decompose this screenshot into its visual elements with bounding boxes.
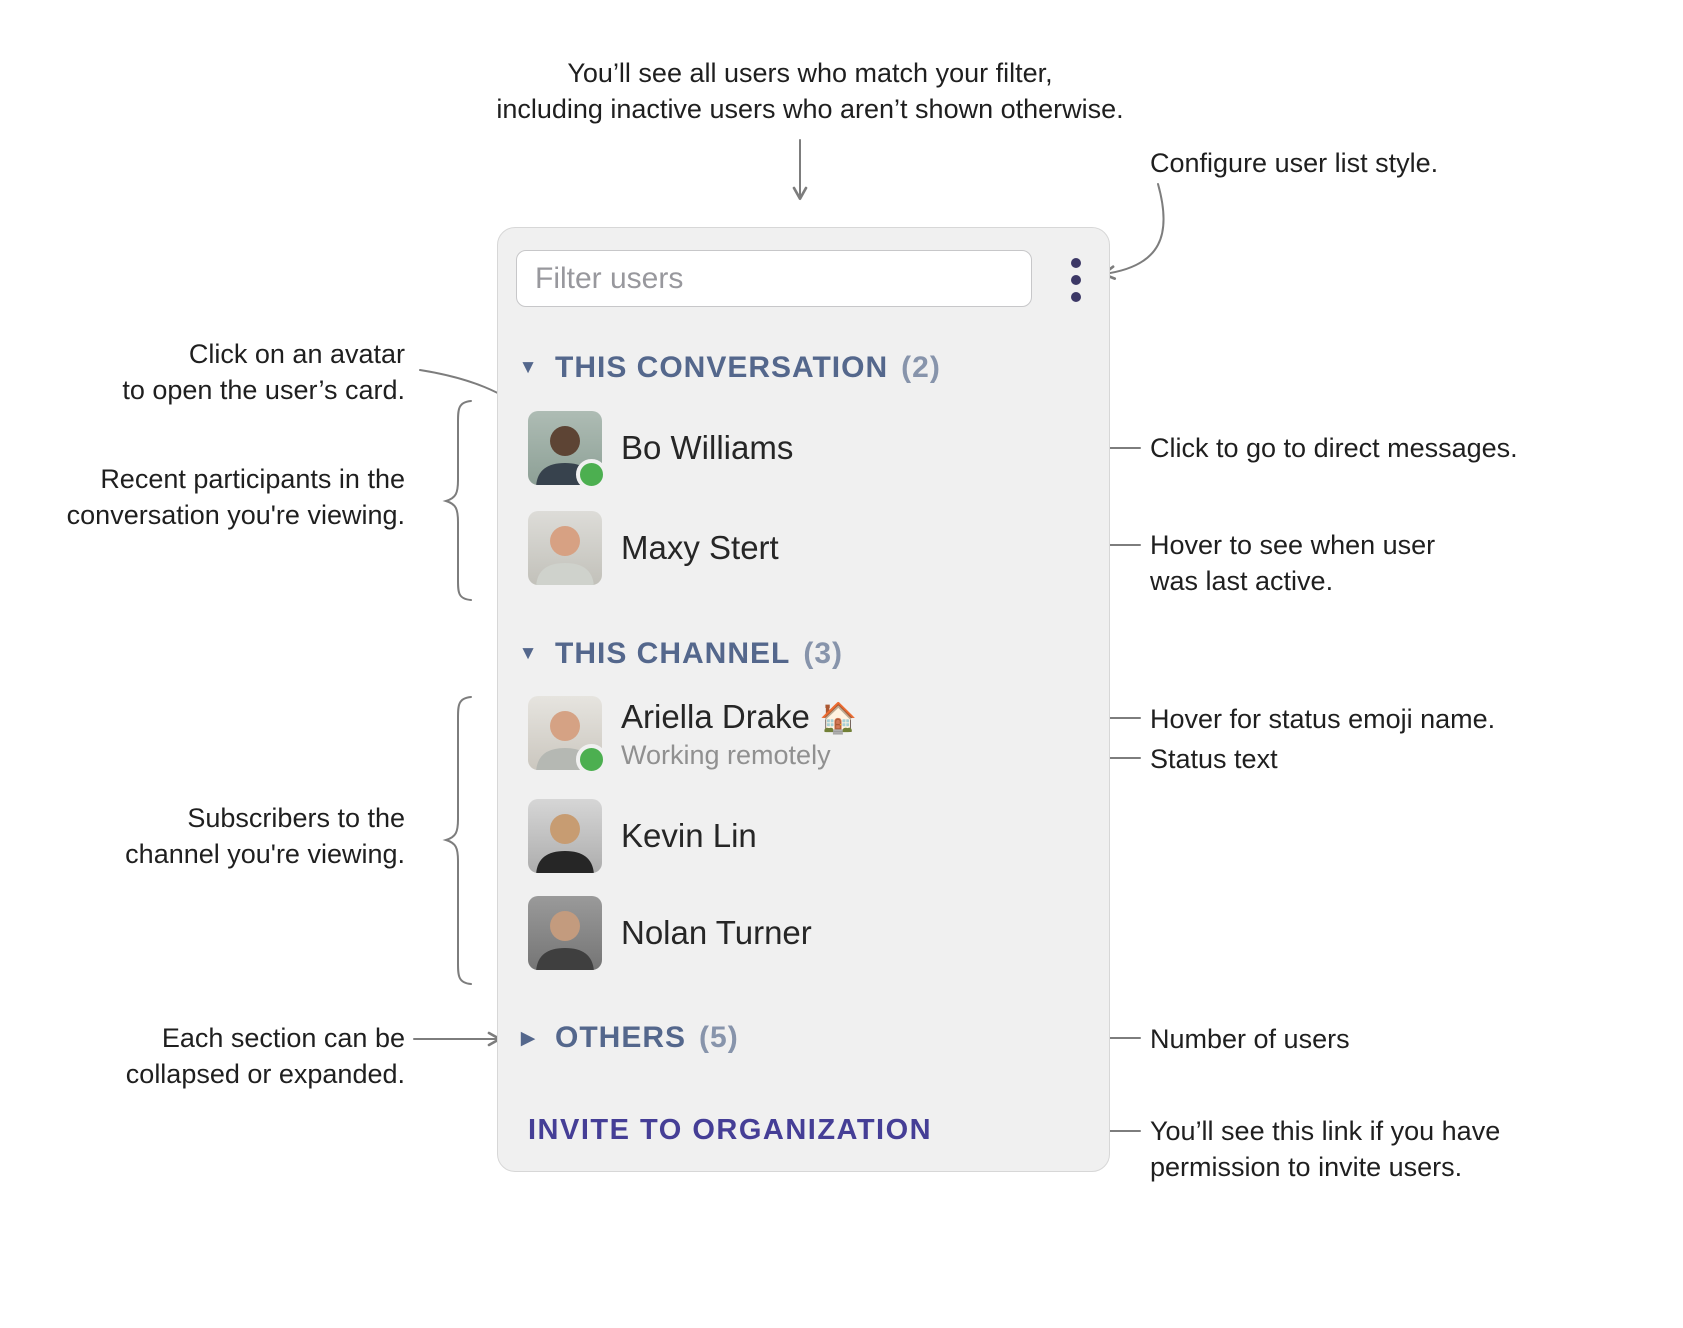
chevron-right-icon[interactable]: ▶ <box>520 1027 536 1049</box>
online-presence-dot <box>576 459 607 490</box>
user-row-nolan-turner[interactable]: Nolan Turner <box>528 896 812 970</box>
avatar-wrap <box>528 511 602 585</box>
user-name[interactable]: Nolan Turner <box>621 914 812 951</box>
brace-subscribers <box>442 696 472 985</box>
online-presence-dot <box>576 744 607 775</box>
user-list-style-menu-button[interactable] <box>1064 258 1088 302</box>
note-status-emoji: Hover for status emoji name. <box>1150 704 1496 734</box>
note-top-filter: You’ll see all users who match your filt… <box>496 58 1124 124</box>
avatar-photo <box>536 814 594 873</box>
invite-to-organization-link[interactable]: INVITE TO ORGANIZATION <box>528 1114 933 1146</box>
note-status-text: Status text <box>1150 744 1278 774</box>
section-count: (2) <box>901 351 941 384</box>
user-row-ariella-drake[interactable]: Ariella Drake🏠 Working remotely <box>528 696 857 775</box>
brace-recent-participants <box>442 400 472 601</box>
avatar-wrap <box>528 696 607 775</box>
avatar[interactable] <box>528 896 602 970</box>
chevron-down-icon[interactable]: ▼ <box>518 357 538 378</box>
vertical-ellipsis-icon <box>1071 275 1081 285</box>
section-label: OTHERS <box>555 1021 687 1054</box>
section-label: THIS CHANNEL <box>555 637 791 670</box>
user-name[interactable]: Bo Williams <box>621 429 794 466</box>
user-list-panel: ▼ THIS CONVERSATION (2) Bo Williams <box>497 227 1110 1172</box>
status-emoji-house-icon[interactable]: 🏠 <box>819 702 858 735</box>
name-and-status: Ariella Drake🏠 Working remotely <box>621 696 857 771</box>
filter-users-input[interactable] <box>516 250 1032 307</box>
section-header-others[interactable]: ▶ OTHERS (5) <box>516 1021 739 1055</box>
note-recent-participants: Recent participants in the conversation … <box>66 464 405 530</box>
user-name[interactable]: Maxy Stert <box>621 529 779 566</box>
avatar[interactable] <box>528 511 602 585</box>
note-avatar-click: Click on an avatar to open the user’s ca… <box>122 339 405 405</box>
note-subscribers: Subscribers to the channel you're viewin… <box>125 803 405 869</box>
avatar-wrap <box>528 799 602 873</box>
note-number-of-users: Number of users <box>1150 1024 1350 1054</box>
section-label: THIS CONVERSATION <box>555 351 889 384</box>
user-row-kevin-lin[interactable]: Kevin Lin <box>528 799 757 873</box>
note-collapse: Each section can be collapsed or expande… <box>125 1023 405 1089</box>
avatar-wrap <box>528 896 602 970</box>
chevron-down-icon[interactable]: ▼ <box>518 643 538 664</box>
avatar-photo <box>536 911 594 970</box>
avatar-wrap <box>528 411 607 490</box>
section-header-this-conversation[interactable]: ▼ THIS CONVERSATION (2) <box>516 351 941 385</box>
section-count: (5) <box>699 1021 739 1054</box>
user-name[interactable]: Kevin Lin <box>621 817 757 854</box>
connector-configure-curve <box>1102 183 1165 280</box>
note-configure: Configure user list style. <box>1150 148 1439 178</box>
note-last-active: Hover to see when user was last active. <box>1150 530 1436 596</box>
avatar-photo <box>536 526 594 585</box>
vertical-ellipsis-icon <box>1071 258 1081 268</box>
avatar[interactable] <box>528 799 602 873</box>
user-row-maxy-stert[interactable]: Maxy Stert <box>528 511 779 585</box>
vertical-ellipsis-icon <box>1071 292 1081 302</box>
user-name[interactable]: Ariella Drake🏠 <box>621 698 858 735</box>
note-direct-messages: Click to go to direct messages. <box>1150 433 1518 463</box>
section-header-this-channel[interactable]: ▼ THIS CHANNEL (3) <box>516 637 843 671</box>
note-invite: You’ll see this link if you have permiss… <box>1150 1116 1501 1182</box>
section-count: (3) <box>803 637 844 670</box>
user-status-text: Working remotely <box>621 740 831 770</box>
user-row-bo-williams[interactable]: Bo Williams <box>528 411 794 490</box>
